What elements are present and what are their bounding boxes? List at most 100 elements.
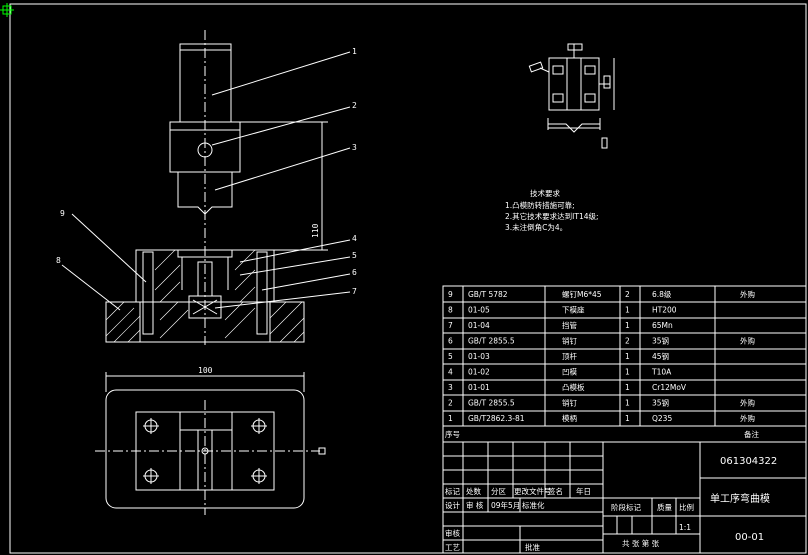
- bom-qty: 1: [625, 414, 630, 423]
- tb-label: 分区: [491, 487, 506, 496]
- part-label: 9: [60, 209, 65, 218]
- tb-label: 工艺: [445, 543, 460, 552]
- bom-header-seq: 序号: [445, 429, 460, 439]
- bom-material: 45钢: [652, 351, 669, 361]
- tb-label: 更改文件号: [514, 486, 552, 496]
- tb-label: 09年5月: [491, 500, 520, 510]
- bom-code: 01-03: [468, 352, 490, 361]
- bom-code: GB/T 2855.5: [468, 337, 515, 346]
- drawing-code: 00-01: [735, 532, 764, 543]
- tb-label: 审核: [445, 528, 460, 538]
- bom-qty: 2: [625, 337, 630, 346]
- bom-seq: 4: [448, 368, 453, 377]
- title-block-text: 061304322 单工序弯曲模 00-01 1:1 共 张 第 张 标记 处数…: [445, 456, 777, 552]
- tb-label: 标记: [445, 486, 460, 496]
- bom-material: 35钢: [652, 336, 669, 346]
- bom-material: T10A: [651, 368, 672, 377]
- bom-code: GB/T2862.3-81: [468, 414, 525, 423]
- bom-seq: 6: [448, 337, 453, 346]
- top-view: [95, 372, 326, 515]
- bom-code: 01-02: [468, 368, 490, 377]
- drawing-number: 061304322: [720, 456, 777, 467]
- tech-requirement-item: 3.未注倒角C为4。: [505, 222, 567, 232]
- bom-name: 下模座: [562, 305, 585, 315]
- bom-name: 凸模板: [562, 382, 585, 392]
- title-block: [442, 441, 807, 554]
- bom-remark: 外购: [740, 413, 755, 423]
- cursor-marker: [0, 3, 14, 17]
- bom-qty: 1: [625, 352, 630, 361]
- bom-remark: 外购: [740, 289, 755, 299]
- tb-label: 审 核: [466, 500, 484, 510]
- tb-label: 年日: [576, 486, 591, 496]
- bom-seq: 7: [448, 321, 453, 330]
- drawing-name: 单工序弯曲模: [710, 492, 770, 505]
- die-block: [135, 249, 275, 303]
- bom-remark: 外购: [740, 398, 755, 408]
- bom-qty: 1: [625, 383, 630, 392]
- bom-name: 螺钉M6*45: [562, 289, 602, 299]
- tb-label: 质量: [657, 502, 672, 512]
- bom-seq: 9: [448, 290, 453, 299]
- drawing-border: [9, 3, 807, 554]
- bom-name: 销钉: [562, 336, 577, 346]
- bom-table: [442, 285, 807, 443]
- bom-name: 顶杆: [562, 351, 577, 361]
- bom-material: HT200: [652, 306, 677, 315]
- scale-value: 1:1: [679, 523, 691, 532]
- tb-label: 签名: [548, 486, 563, 496]
- part-label: 2: [352, 101, 357, 110]
- tech-requirement-item: 1.凸模防转措施可靠;: [505, 200, 575, 210]
- bom-material: 35钢: [652, 398, 669, 408]
- bom-header-remark: 备注: [744, 429, 759, 439]
- bom-material: 6.8级: [652, 289, 672, 299]
- tech-requirement-item: 2.其它技术要求达到IT14级;: [505, 211, 599, 221]
- bom-code: 01-05: [468, 306, 490, 315]
- bom-remark: 外购: [740, 336, 755, 346]
- part-label-group: 1 2 3 4 5 6 7 8 9 110 100: [56, 47, 357, 375]
- front-view: [61, 30, 351, 345]
- part-label: 6: [352, 268, 357, 277]
- part-sketch: [528, 43, 615, 149]
- part-label: 4: [352, 234, 357, 243]
- bom-code: 01-04: [468, 321, 490, 330]
- dimension-width: 100: [198, 366, 213, 375]
- part-label: 8: [56, 256, 61, 265]
- tb-label: 阶段标记: [611, 502, 641, 512]
- bom-name: 模柄: [562, 413, 577, 423]
- part-label: 5: [352, 251, 357, 260]
- tb-label: 处数: [466, 486, 481, 496]
- bom-seq: 2: [448, 399, 453, 408]
- tech-requirements: 技术要求 1.凸模防转措施可靠; 2.其它技术要求达到IT14级; 3.未注倒角…: [505, 188, 599, 232]
- bom-name: 挡管: [562, 320, 577, 330]
- bom-material: 65Mn: [652, 321, 673, 330]
- sheet-info: 共 张 第 张: [622, 538, 660, 548]
- bom-name: 凹模: [562, 367, 577, 377]
- bom-qty: 1: [625, 321, 630, 330]
- bom-name: 销钉: [562, 398, 577, 408]
- tech-requirements-title: 技术要求: [530, 188, 560, 198]
- bom-material: Cr12MoV: [652, 383, 687, 392]
- part-label: 1: [352, 47, 357, 56]
- bom-seq: 1: [448, 414, 453, 423]
- bom-seq: 8: [448, 306, 453, 315]
- tb-label: 设计: [445, 500, 460, 510]
- bom-seq: 5: [448, 352, 453, 361]
- bom-qty: 1: [625, 368, 630, 377]
- bom-qty: 2: [625, 290, 630, 299]
- tb-label: 批准: [525, 542, 540, 552]
- tb-label: 比例: [679, 502, 694, 512]
- bom-qty: 1: [625, 399, 630, 408]
- dimension-height: 110: [311, 223, 320, 238]
- bom-qty: 1: [625, 306, 630, 315]
- bom-code: GB/T 2855.5: [468, 399, 515, 408]
- tb-label: 标准化: [522, 500, 545, 510]
- part-label: 7: [352, 287, 357, 296]
- bom-material: Q235: [652, 414, 672, 423]
- bom-seq: 3: [448, 383, 453, 392]
- bom-code: 01-01: [468, 383, 490, 392]
- part-label: 3: [352, 143, 357, 152]
- bom-code: GB/T 5782: [468, 290, 508, 299]
